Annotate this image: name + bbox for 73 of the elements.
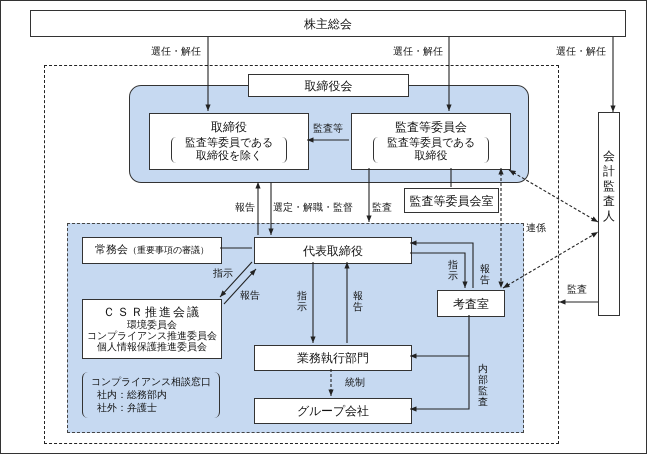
arrow [366,168,372,222]
arrow [410,315,470,412]
note-text: 監査等委員である取締役を除く [171,137,287,163]
arrow [224,268,256,304]
committee-text: コンプライアンス推進委員会 [87,331,217,342]
edge-label: 選任・解任 [392,46,444,58]
edge-label: 報告 [352,291,364,313]
box-title: 業務執行部門 [297,350,369,367]
arrow [410,252,468,288]
process-box [254,345,412,371]
dashed-arrow [498,168,504,288]
arrow [410,240,474,288]
process-box [82,299,222,359]
edge-label: 統制 [344,378,366,388]
arrow [310,262,316,343]
arrow [559,299,598,305]
note-label: 連係 [526,222,546,236]
process-box [30,10,626,37]
process-box [254,398,412,424]
box-title: 会計監査人 [603,149,615,225]
note-text: 社内：総務部内 [96,388,168,402]
box-title: グループ会社 [297,403,369,420]
box-title: ＣＳＲ推進会議 [103,305,201,320]
note-text: （重要事項の審議） [128,244,209,257]
box-title: 取締役 [211,119,247,136]
box-title: 監査等委員会室 [410,192,494,210]
arrow [446,37,452,111]
process-box [351,113,511,170]
process-box [404,188,499,213]
dashed-arrow [502,232,598,288]
dashed-boundary [44,65,559,444]
edge-label: 内部監査 [477,364,489,408]
box-title: 監査等委員会 [395,119,467,136]
arrow [344,262,350,343]
execution-area [67,223,524,433]
arrow [307,137,349,143]
edge-label: 選任・解任 [555,46,607,58]
process-box [598,112,620,316]
committee-text: 環境委員会 [127,320,177,331]
edge-label: 指示 [212,268,234,280]
box-title: 株主総会 [304,16,352,32]
box-title: 取締役会 [304,78,352,94]
box-title: 考査室 [453,296,489,312]
process-box [82,237,222,264]
edge-label: 報告 [479,264,491,286]
process-box [437,290,505,317]
edge-label: 選任・解任 [150,46,202,58]
box-title: 常務会 [95,243,128,258]
dashed-arrow [508,170,598,222]
arrow [255,182,261,235]
arrow [205,37,211,111]
edge-label: 監査 [371,202,393,214]
edge-label: 選定・解職・監督 [272,202,354,214]
edge-label: 監査 [566,284,588,296]
arrow [268,182,274,235]
box-title: 代表取締役 [303,242,363,260]
connector-line [220,247,252,249]
connector-line [450,168,452,187]
edge-label: 指示 [447,260,459,282]
dashed-arrow [328,369,334,396]
edge-label: 指示 [296,291,308,313]
heading-box [248,74,409,97]
edge-label: 報告 [239,290,261,302]
committee-text: 個人情報保護推進委員会 [97,342,207,353]
note-text: 社外：弁護士 [96,402,158,414]
note-text: 監査等委員である取締役 [373,137,489,163]
process-box [149,113,309,170]
arrow [610,37,616,112]
arrow [220,262,252,298]
edge-label: 報告 [234,202,256,214]
note-text: コンプライアンス相談窓口 [91,376,212,388]
edge-label: 監査等 [312,124,344,134]
process-box [254,237,412,264]
